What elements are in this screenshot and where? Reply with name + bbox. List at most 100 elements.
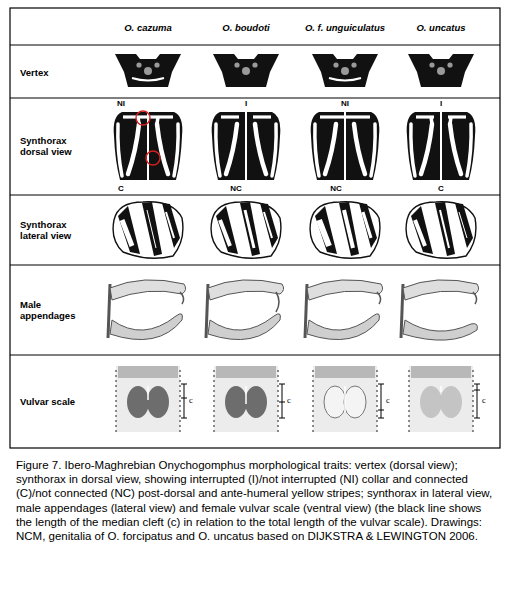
- inferior-appendage: [307, 314, 379, 340]
- scale-lobe: [127, 386, 149, 418]
- synthorax-dorsal: [407, 112, 476, 180]
- bracket-tick: [378, 410, 384, 411]
- row-label: Vulvar scale: [20, 396, 78, 407]
- thorax-band: [359, 203, 377, 248]
- thorax-plate: [346, 112, 379, 180]
- appendage-base: [401, 284, 403, 338]
- appendage-base: [206, 284, 208, 338]
- scale-lobe: [440, 386, 462, 418]
- collar-code: NI: [341, 99, 349, 108]
- ocellus: [234, 62, 239, 67]
- segment-edge: [277, 370, 279, 432]
- row-separator: [10, 265, 500, 266]
- thorax-band: [216, 206, 238, 254]
- segment-edge: [408, 370, 410, 432]
- thorax-plate: [212, 112, 245, 180]
- humeral-stripe: [411, 124, 415, 176]
- thorax-light: [440, 210, 449, 248]
- thorax-band: [339, 202, 359, 256]
- inferior-appendage: [110, 314, 182, 340]
- scale-lobe: [420, 386, 442, 418]
- row-separator: [10, 195, 500, 196]
- abdomen-ground: [409, 366, 473, 432]
- abdomen-ground: [116, 366, 180, 432]
- stripe-code: C: [118, 184, 124, 193]
- row-lines: [10, 45, 500, 355]
- connecting-stripe: [157, 117, 158, 124]
- thorax-band: [142, 202, 162, 256]
- median-cleft: [440, 386, 442, 392]
- thorax-plate: [442, 112, 475, 180]
- vertex-drawing: [408, 54, 474, 87]
- thorax-band: [162, 203, 180, 248]
- species-name: O. f. unguiculatus: [305, 22, 385, 33]
- connecting-stripe: [450, 117, 451, 124]
- ocellus: [252, 62, 257, 67]
- synthorax-half: [407, 112, 440, 180]
- table-frame: [10, 8, 500, 448]
- humeral-stripe: [174, 124, 178, 176]
- synthorax-dorsal: [114, 111, 183, 180]
- appendage-tip: [377, 292, 381, 304]
- cleft-label: c: [287, 395, 291, 405]
- male-appendages: [305, 280, 383, 340]
- highlight-circle: [146, 151, 160, 165]
- collar-stripe: [147, 115, 173, 118]
- scale-lobe: [344, 386, 366, 418]
- synthorax-half: [114, 112, 149, 180]
- antehumeral-stripe: [226, 124, 237, 174]
- median-cleft: [245, 386, 247, 404]
- appendage-tip: [180, 292, 184, 304]
- synthorax-half: [344, 112, 379, 180]
- synthorax-half: [247, 112, 280, 180]
- vulvar-scale: [313, 366, 384, 432]
- thorax-body: [406, 202, 476, 258]
- thorax-light: [459, 212, 467, 238]
- stripe-code: C: [438, 184, 444, 193]
- cleft-bracket: [184, 384, 185, 418]
- thorax-band: [315, 206, 337, 254]
- bracket-tick: [474, 390, 480, 391]
- humeral-stripe: [371, 124, 375, 176]
- abdomen-ground: [313, 366, 377, 432]
- segment-edge: [179, 370, 181, 432]
- thorax-light: [166, 212, 174, 238]
- bracket-tick: [378, 384, 384, 385]
- highlight-circle: [136, 111, 150, 125]
- humeral-stripe: [272, 124, 276, 176]
- thorax-body: [310, 202, 380, 258]
- thorax-light: [122, 220, 132, 246]
- abdomen-ground: [214, 366, 278, 432]
- thorax-plate: [149, 112, 182, 180]
- row-separator: [10, 355, 500, 356]
- cleft-bracket: [282, 384, 283, 418]
- median-cleft: [344, 386, 346, 412]
- ocellus: [447, 62, 452, 67]
- bracket-tick: [279, 402, 285, 403]
- vertex-shape: [312, 54, 378, 87]
- superior-appendage: [208, 280, 284, 300]
- humeral-stripe: [315, 124, 319, 176]
- ocellus: [136, 62, 141, 67]
- row-label: Vertex: [20, 67, 78, 78]
- ocellus: [341, 67, 349, 75]
- antehumeral-stripe: [157, 124, 168, 174]
- synthorax-half: [311, 112, 346, 180]
- synthorax-dorsal: [212, 112, 281, 180]
- inferior-appendage: [208, 314, 280, 340]
- segment-edge: [376, 370, 378, 432]
- male-appendages: [206, 280, 284, 340]
- collar-code: I: [440, 99, 442, 108]
- antehumeral-stripe: [128, 124, 139, 174]
- superior-appendage: [307, 280, 383, 300]
- species-name: O. uncatus: [416, 22, 465, 33]
- species-name: O. cazuma: [124, 22, 172, 33]
- thorax-light: [415, 220, 425, 246]
- connecting-stripe: [431, 117, 432, 124]
- synthorax-dorsal: [311, 112, 380, 180]
- synthorax-lateral: [406, 202, 476, 258]
- bracket-tick: [181, 418, 187, 419]
- row-separator: [10, 98, 500, 99]
- ocellus: [242, 67, 250, 75]
- species-name: O. boudoti: [222, 22, 270, 33]
